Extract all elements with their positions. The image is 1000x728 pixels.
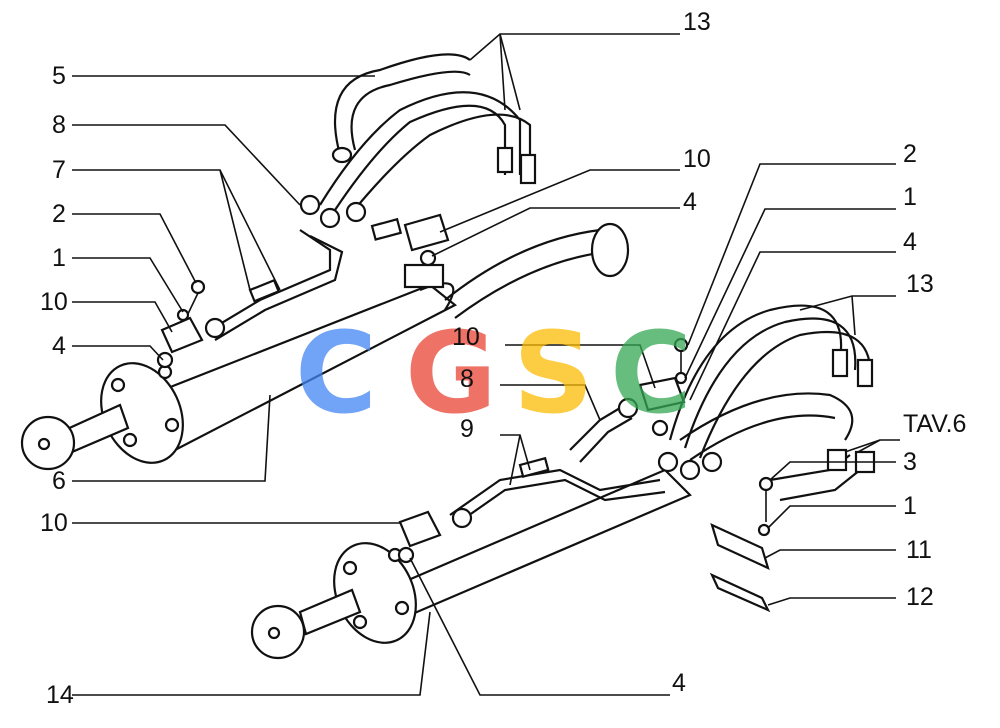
callout-8: 8 bbox=[52, 111, 66, 139]
watermark-letter-1: C bbox=[295, 309, 377, 439]
callout-9: 9 bbox=[460, 415, 474, 443]
callout-labels: 5 8 7 2 1 10 4 6 13 10 4 10 8 9 10 14 4 … bbox=[40, 8, 966, 709]
lower-cylinder bbox=[250, 304, 876, 660]
callout-10: 10 bbox=[40, 288, 68, 316]
callout-7: 7 bbox=[52, 156, 66, 184]
callout-4-bottom: 4 bbox=[672, 669, 686, 697]
callout-14: 14 bbox=[46, 681, 74, 709]
callout-6: 6 bbox=[52, 467, 66, 495]
leader-lines bbox=[72, 33, 900, 696]
callout-2: 2 bbox=[52, 200, 66, 228]
callout-10-center: 10 bbox=[452, 323, 480, 351]
callout-4: 4 bbox=[52, 332, 66, 360]
callout-10-bottom: 10 bbox=[40, 509, 68, 537]
watermark-letter-4: C bbox=[610, 309, 692, 439]
callout-tav6: TAV.6 bbox=[903, 410, 966, 438]
callout-13-right: 13 bbox=[906, 270, 934, 298]
upper-cylinder bbox=[20, 53, 630, 471]
callout-11: 11 bbox=[906, 536, 932, 564]
callout-12: 12 bbox=[906, 583, 934, 611]
watermark: C G S C bbox=[295, 309, 692, 439]
callout-2-right: 2 bbox=[903, 140, 917, 168]
callout-5: 5 bbox=[52, 62, 66, 90]
callout-1: 1 bbox=[52, 244, 66, 272]
callout-3: 3 bbox=[903, 448, 917, 476]
callout-4-mid: 4 bbox=[683, 188, 697, 216]
watermark-letter-2: G bbox=[405, 309, 497, 439]
callout-10-mid: 10 bbox=[683, 145, 711, 173]
callout-8-center: 8 bbox=[460, 365, 474, 393]
watermark-letter-3: S bbox=[513, 309, 594, 439]
callout-1-right: 1 bbox=[903, 183, 917, 211]
callout-1-right-lower: 1 bbox=[903, 492, 917, 520]
callout-4-right: 4 bbox=[903, 228, 917, 256]
callout-13-top: 13 bbox=[683, 8, 711, 36]
